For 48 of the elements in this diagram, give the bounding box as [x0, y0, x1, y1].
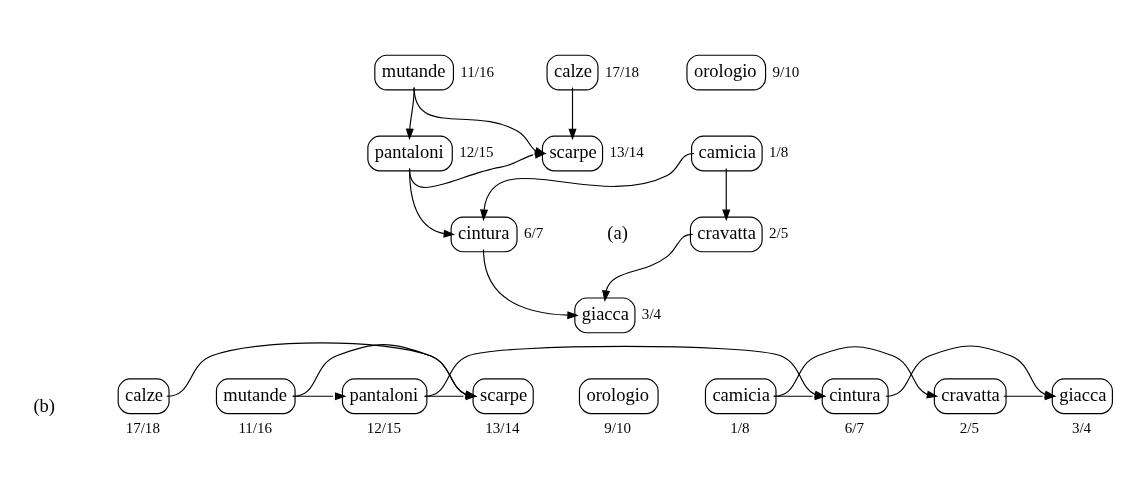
- node-label: 12/15: [366, 419, 401, 436]
- node-label: 6/7: [844, 419, 864, 436]
- node-label: 2/5: [959, 419, 979, 436]
- node-label: 9/10: [772, 63, 800, 80]
- node-label: 1/8: [769, 144, 789, 161]
- node-box: pantaloni: [367, 135, 453, 172]
- node-box: orologio: [578, 378, 659, 415]
- node-label: 3/4: [641, 306, 662, 323]
- node-box: cintura: [450, 216, 518, 253]
- node-box: cravatta: [933, 378, 1007, 415]
- arrow: [166, 342, 478, 399]
- label: (b): [33, 396, 55, 417]
- node-box: scarpe: [541, 135, 604, 172]
- node-box: mutande: [374, 54, 454, 91]
- node-box: mutande: [215, 378, 296, 415]
- node-label: 1/8: [730, 419, 750, 436]
- node-box: calze: [546, 54, 599, 91]
- node-box: giacca: [1051, 378, 1113, 415]
- node-label: 13/14: [485, 419, 520, 436]
- node-label: 6/7: [523, 225, 544, 242]
- node-label: 9/10: [604, 419, 632, 436]
- node-box: calze: [117, 378, 170, 415]
- node-box: cravatta: [689, 216, 763, 253]
- node-box: camicia: [704, 378, 777, 415]
- node-box: scarpe: [472, 378, 534, 415]
- node-label: 12/15: [459, 144, 494, 161]
- node-label: 17/18: [125, 419, 160, 436]
- node-label: 11/16: [460, 63, 495, 80]
- arrow: [722, 167, 731, 222]
- arrow: [602, 233, 694, 303]
- arrow: [292, 344, 478, 399]
- node-label: 17/18: [604, 63, 640, 80]
- node-label: 2/5: [769, 225, 789, 242]
- arrow: [408, 150, 547, 188]
- arrow: [408, 167, 456, 238]
- node-label: 11/16: [238, 419, 273, 436]
- arrow: [405, 87, 415, 141]
- label: (a): [607, 222, 628, 243]
- node-box: camicia: [691, 135, 763, 172]
- arrow: [482, 248, 579, 320]
- node-box: pantaloni: [341, 378, 428, 415]
- node-box: cintura: [821, 378, 889, 415]
- arrow: [480, 152, 695, 222]
- arrow: [568, 87, 577, 141]
- node-box: giacca: [574, 297, 636, 334]
- node-label: 13/14: [609, 144, 644, 161]
- node-label: 3/4: [1071, 419, 1092, 436]
- node-box: orologio: [686, 54, 767, 91]
